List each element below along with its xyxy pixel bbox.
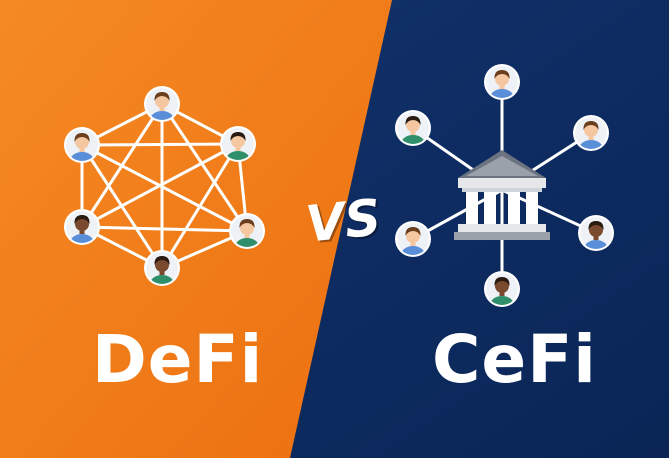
defi-title: DeFi bbox=[92, 321, 264, 398]
user-avatar-icon bbox=[64, 127, 100, 163]
user-avatar-icon bbox=[229, 213, 265, 249]
bank-building-icon bbox=[454, 150, 550, 240]
user-avatar-icon bbox=[395, 221, 431, 257]
user-avatar-icon bbox=[395, 110, 431, 146]
defi-users bbox=[64, 86, 265, 286]
versus-label: VS bbox=[303, 188, 384, 254]
user-avatar-icon bbox=[220, 126, 256, 162]
cefi-users bbox=[395, 64, 614, 307]
user-avatar-icon bbox=[64, 209, 100, 245]
user-avatar-icon bbox=[144, 250, 180, 286]
user-avatar-icon bbox=[573, 115, 609, 151]
user-avatar-icon bbox=[578, 215, 614, 251]
cefi-title: CeFi bbox=[432, 321, 597, 398]
user-avatar-icon bbox=[144, 86, 180, 122]
user-avatar-icon bbox=[484, 271, 520, 307]
user-avatar-icon bbox=[484, 64, 520, 100]
